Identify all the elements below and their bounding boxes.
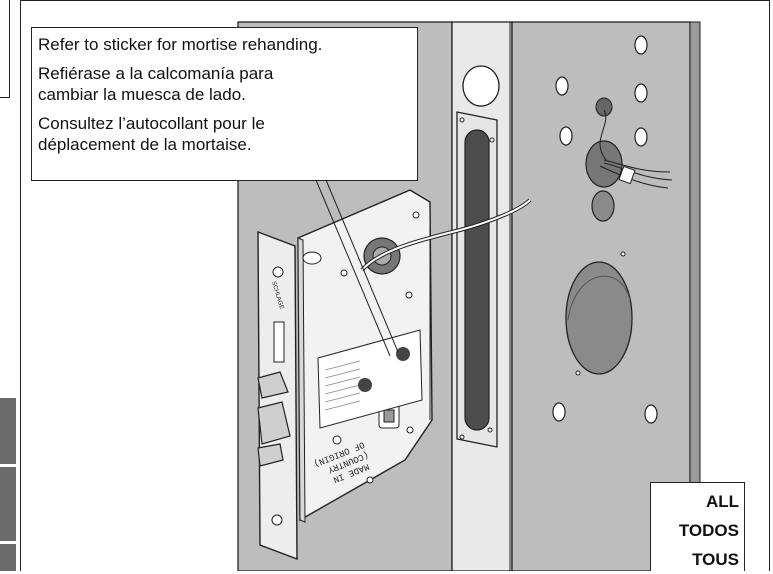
cylinder-bore [565,261,633,375]
latch-bolt [257,371,289,399]
faceplate [257,230,298,561]
instruction-spanish: Refiérase a la calcomanía para cambiar l… [38,64,274,104]
callout-leader [325,179,399,353]
wire-hole-center [585,140,623,188]
door-bevel [689,21,701,571]
section-tab [0,544,16,571]
instruction-english: Refer to sticker for mortise rehanding. [38,35,323,54]
deadbolt [257,401,291,445]
page-edge-tabs [0,0,18,571]
instruction-french: Consultez l’autocollant pour le déplacem… [38,114,265,154]
label-todos: TODOS [678,521,739,540]
page-edge-line [0,0,10,98]
instruction-callout: Refer to sticker for mortise rehanding. … [31,27,418,181]
section-tab [0,467,16,541]
label-all: ALL [705,492,739,511]
label-tous: TOUS [692,550,739,569]
section-tab [0,398,16,464]
trim-holes [552,35,658,424]
mortise-pocket [464,129,490,431]
callout-leader [315,179,391,357]
figure-frame [20,0,770,571]
wire-hole-upper [595,97,613,117]
latch-hole [462,65,500,107]
applicability-label: ALL TODOS TOUS [650,482,745,571]
rehanding-sticker [317,329,423,429]
